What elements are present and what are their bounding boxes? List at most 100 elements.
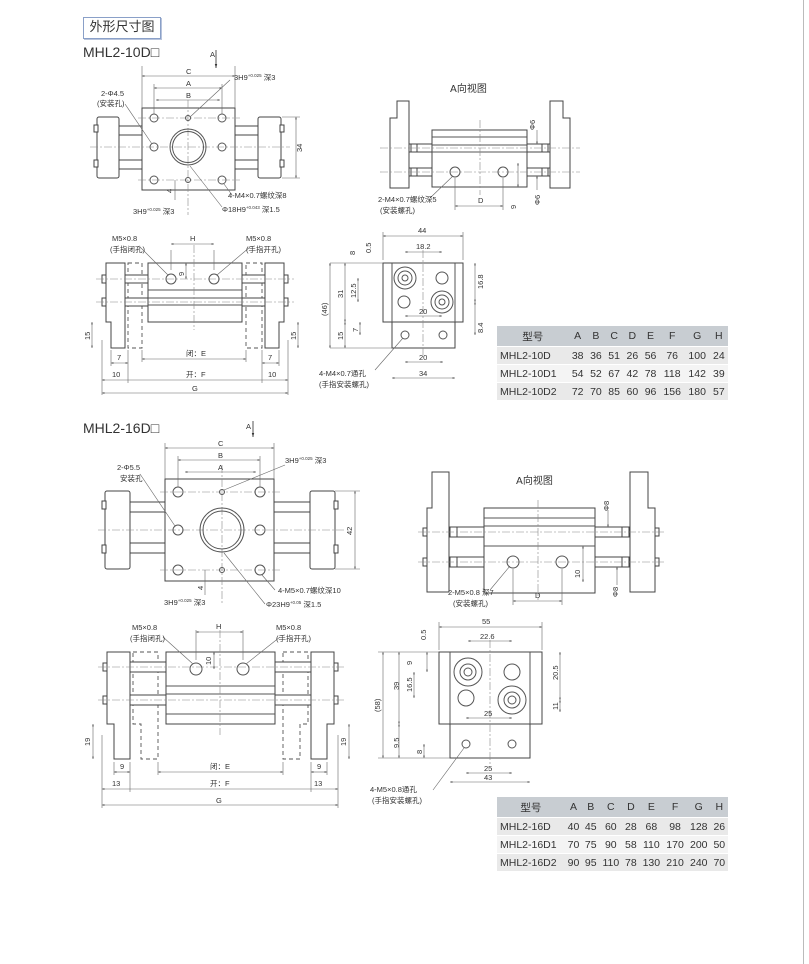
table-cell: 40 bbox=[564, 817, 583, 836]
dim-7: 7 bbox=[351, 328, 360, 332]
mount-hole-note: (安装孔) bbox=[97, 98, 125, 108]
dim-13-right: 13 bbox=[314, 779, 322, 788]
finger-hole-label: 4-M5×0.8通孔 bbox=[370, 784, 417, 794]
dim-c: C bbox=[218, 439, 224, 448]
table-cell: 128 bbox=[686, 817, 711, 836]
mount-thread-note: (安装螺孔) bbox=[380, 205, 415, 215]
col-b: B bbox=[582, 797, 600, 818]
dim-8: 8 bbox=[348, 251, 357, 255]
dim-9: 9 bbox=[177, 272, 186, 276]
col-g: G bbox=[686, 797, 711, 818]
dim-phi-bottom: Φ6 bbox=[533, 195, 542, 205]
dim-e: 闭：E bbox=[186, 349, 206, 358]
col-model: 型号 bbox=[497, 326, 569, 347]
dim-15-right: 15 bbox=[289, 332, 298, 340]
dim-b: B bbox=[218, 451, 223, 460]
table-cell: 54 bbox=[568, 364, 587, 383]
table-cell: 26 bbox=[710, 817, 728, 836]
side-view-16d: 55 22.6 0.5 9 39 16.5 (58) 20.5 11 25 9.… bbox=[370, 617, 561, 805]
dim-a: A bbox=[186, 79, 191, 88]
table-cell: 110 bbox=[639, 835, 664, 854]
dim-10-right: 10 bbox=[268, 370, 276, 379]
table-cell: 118 bbox=[659, 364, 685, 383]
a-view-10d: A向视图 Φ6 Φ6 2-M4×0.7螺纹深5 (安装螺孔) D 9 bbox=[378, 82, 580, 215]
dim-a: A bbox=[218, 463, 223, 472]
dim-0-5: 0.5 bbox=[419, 630, 428, 640]
table-cell: 70 bbox=[564, 835, 583, 854]
table-cell: 78 bbox=[641, 364, 660, 383]
table-cell: 45 bbox=[582, 817, 600, 836]
dim-g: G bbox=[192, 384, 198, 393]
table-cell: 98 bbox=[663, 817, 687, 836]
table-cell: 210 bbox=[663, 853, 687, 871]
col-c: C bbox=[599, 797, 623, 818]
dim-25-lower: 25 bbox=[484, 764, 492, 773]
dim-c: C bbox=[186, 67, 192, 76]
dim-0-5: 0.5 bbox=[364, 243, 373, 253]
dim-8-4: 8.4 bbox=[476, 323, 485, 333]
dim-7-right: 7 bbox=[268, 353, 272, 362]
table-cell: 26 bbox=[623, 346, 642, 365]
table-cell: 180 bbox=[684, 382, 710, 400]
table-cell: MHL2-10D1 bbox=[497, 364, 569, 383]
bore-label: Φ23H9+0.05 深1.5 bbox=[266, 600, 321, 609]
dim-44: 44 bbox=[418, 226, 426, 235]
top-view-16d: C B A A 3H9+0.025 深3 2-Φ5.5 安装孔 42 4 4-M… bbox=[98, 421, 360, 609]
mount-thread-label: 2-M4×0.7螺纹深5 bbox=[378, 194, 437, 204]
dim-h: H bbox=[216, 622, 221, 631]
dim-9-right: 9 bbox=[317, 762, 321, 771]
table-cell: 100 bbox=[684, 346, 710, 365]
close-port-label: M5×0.8 bbox=[132, 623, 157, 632]
col-g: G bbox=[684, 326, 710, 347]
table-cell: 90 bbox=[564, 853, 583, 871]
table-cell: 95 bbox=[582, 853, 600, 871]
table-cell: 130 bbox=[639, 853, 664, 871]
col-f: F bbox=[663, 797, 687, 818]
col-f: F bbox=[659, 326, 685, 347]
table-cell: 90 bbox=[599, 835, 623, 854]
dim-10: 10 bbox=[204, 657, 213, 665]
table-cell: 50 bbox=[710, 835, 728, 854]
dim-d: D bbox=[478, 196, 484, 205]
col-h: H bbox=[709, 326, 728, 347]
dim-12-5: 12.5 bbox=[349, 283, 358, 298]
dim-19-left: 19 bbox=[83, 738, 92, 746]
close-port-note: (手指闭孔) bbox=[110, 244, 145, 254]
pin-hole-top-label: 3H9+0.025 深3 bbox=[285, 456, 326, 465]
view-arrow-a: A bbox=[246, 422, 251, 431]
col-d: D bbox=[623, 326, 642, 347]
table-cell: 75 bbox=[582, 835, 600, 854]
dim-39: 39 bbox=[392, 682, 401, 690]
dim-58: (58) bbox=[373, 698, 382, 712]
table-cell: 52 bbox=[586, 364, 606, 383]
table-cell: 85 bbox=[605, 382, 624, 400]
dim-15-left: 15 bbox=[83, 332, 92, 340]
bore-label: Φ18H9+0.043 深1.5 bbox=[222, 205, 280, 214]
table-cell: 36 bbox=[586, 346, 606, 365]
table-cell: 170 bbox=[663, 835, 687, 854]
dim-9-left: 9 bbox=[120, 762, 124, 771]
dim-offset: 4 bbox=[165, 189, 174, 193]
dim-offset: 4 bbox=[196, 586, 205, 590]
dim-phi-top: Φ6 bbox=[528, 120, 537, 130]
table-cell: 51 bbox=[605, 346, 624, 365]
dim-55: 55 bbox=[482, 617, 490, 626]
section-title: 外形尺寸图 bbox=[83, 17, 161, 39]
dim-20-upper: 20 bbox=[419, 307, 427, 316]
open-port-label: M5×0.8 bbox=[276, 623, 301, 632]
table-cell: MHL2-10D2 bbox=[497, 382, 569, 400]
dim-9: 9 bbox=[405, 661, 414, 665]
table-cell: 96 bbox=[641, 382, 660, 400]
col-a: A bbox=[564, 797, 583, 818]
view-arrow-a: A bbox=[210, 50, 215, 59]
table-cell: 39 bbox=[709, 364, 728, 383]
table-cell: 28 bbox=[622, 817, 640, 836]
mount-thread-label: 2-M5×0.8 深7 bbox=[448, 588, 494, 597]
page-edge-line bbox=[803, 0, 804, 964]
table-cell: 42 bbox=[623, 364, 642, 383]
